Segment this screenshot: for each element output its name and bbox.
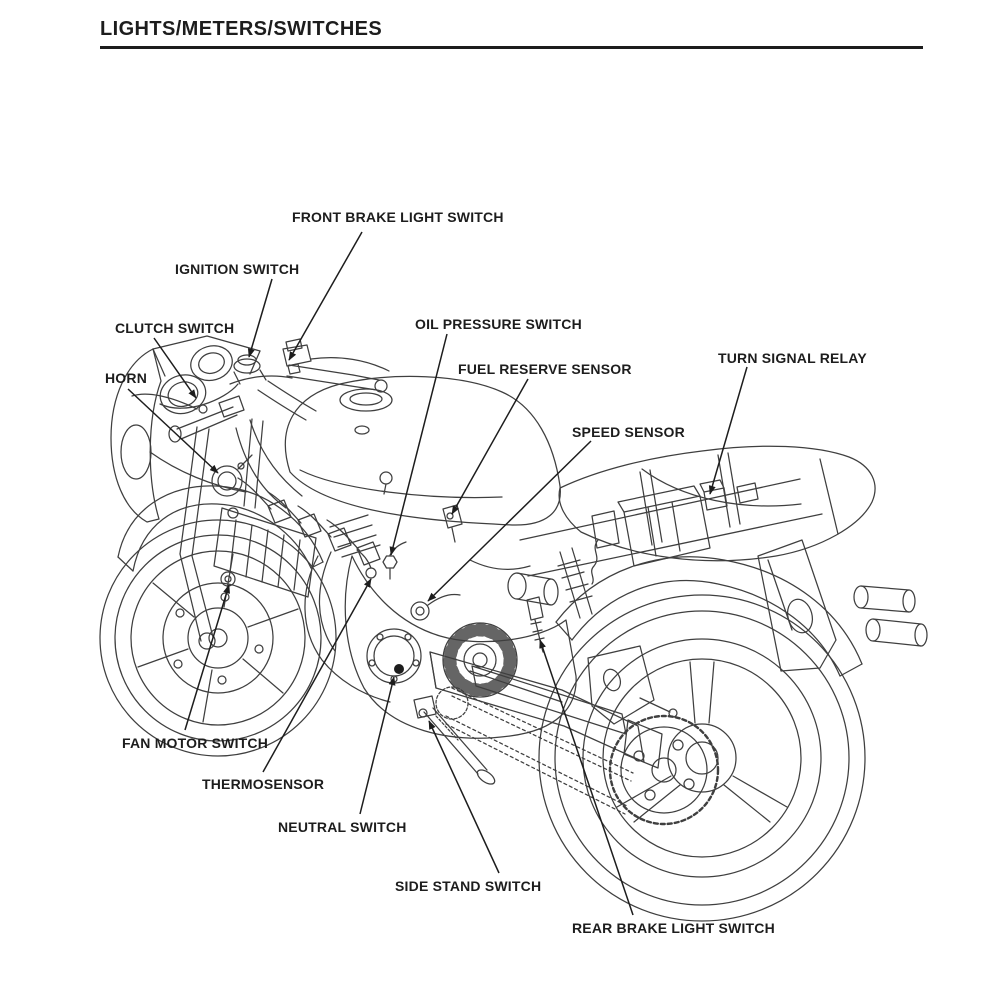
leader-neutral-switch	[359, 676, 396, 815]
leader-rear-brake-light-switch	[539, 639, 634, 916]
leader-fuel-reserve-sensor	[451, 378, 529, 515]
seat-tail	[558, 445, 876, 562]
speed-sensor-part	[410, 593, 461, 621]
rear-shock	[557, 547, 593, 619]
turn-signal-stalks	[853, 585, 928, 647]
sprocket-and-chain	[435, 686, 720, 826]
thermosensor-part	[356, 549, 377, 579]
frame-headstock	[235, 380, 317, 509]
label-fuel-reserve-sensor: FUEL RESERVE SENSOR	[458, 361, 632, 377]
leader-side-stand-switch	[428, 720, 500, 874]
leader-fan-motor-switch	[184, 584, 230, 731]
left-handlebar	[131, 393, 245, 443]
label-oil-pressure-switch: OIL PRESSURE SWITCH	[415, 316, 582, 332]
label-horn: HORN	[105, 370, 148, 386]
oil-pressure-switch-part	[382, 541, 407, 580]
label-thermosensor: THERMOSENSOR	[202, 776, 325, 792]
swingarm	[429, 651, 663, 769]
leader-oil-pressure-switch	[389, 333, 448, 556]
rear-fender-bracket	[757, 539, 837, 672]
front-fender	[117, 485, 324, 572]
engine-cases	[329, 514, 577, 739]
leader-thermosensor	[262, 578, 372, 773]
leader-clutch-switch	[153, 337, 197, 399]
leader-speed-sensor	[427, 440, 592, 602]
side-stand	[413, 695, 496, 785]
radiator	[213, 507, 317, 598]
fuel-reserve-sensor-part	[442, 504, 463, 543]
label-clutch-switch: CLUTCH SWITCH	[115, 320, 235, 336]
label-speed-sensor: SPEED SENSOR	[572, 424, 685, 440]
exhaust-downpipe	[304, 551, 391, 703]
label-front-brake-light-switch: FRONT BRAKE LIGHT SWITCH	[292, 209, 504, 225]
leader-lines	[127, 231, 748, 916]
label-fan-motor-switch: FAN MOTOR SWITCH	[122, 735, 269, 751]
front-fairing	[110, 335, 261, 523]
title-rule	[100, 46, 923, 49]
leader-ignition-switch	[247, 278, 273, 358]
page-title: LIGHTS/METERS/SWITCHES	[100, 18, 383, 40]
electrical-boxes	[591, 479, 759, 585]
leader-horn	[127, 388, 219, 474]
fuel-tank	[284, 375, 561, 526]
footpeg-bracket	[587, 645, 678, 725]
label-side-stand-switch: SIDE STAND SWITCH	[395, 878, 542, 894]
label-rear-brake-light-switch: REAR BRAKE LIGHT SWITCH	[572, 920, 775, 936]
rear-brake-light-switch-part	[526, 596, 545, 653]
front-wheel	[99, 519, 337, 757]
leader-front-brake-light-switch	[288, 231, 363, 361]
ignition-coils	[237, 477, 381, 566]
right-handlebar	[282, 338, 390, 393]
leader-turn-signal-relay	[708, 366, 748, 495]
label-ignition-switch: IGNITION SWITCH	[175, 261, 300, 277]
ignition-switch-part	[229, 354, 293, 385]
label-turn-signal-relay: TURN SIGNAL RELAY	[718, 350, 867, 366]
rear-wheel	[538, 594, 866, 922]
label-neutral-switch: NEUTRAL SWITCH	[278, 819, 407, 835]
rear-hugger	[555, 556, 863, 677]
